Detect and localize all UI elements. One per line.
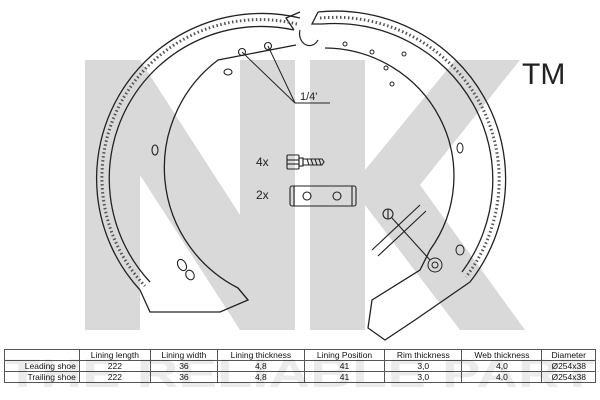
left-shoe-holes: [151, 41, 273, 281]
table-header-cell: Lining length: [78, 349, 151, 361]
row-label: Trailing shoe: [4, 371, 80, 383]
table-cell: 4,8: [216, 371, 305, 383]
plate-quantity-label: 2x: [256, 188, 269, 202]
row-label: Leading shoe: [4, 360, 80, 372]
table-cell: 4,0: [461, 371, 543, 383]
brake-shoe-drawing: TM: [85, 10, 565, 341]
right-shoe-holes: [342, 41, 465, 273]
table-row: Trailing shoe 222 36 4,8 41 3,0 4,0 Ø254…: [4, 371, 596, 383]
table-header-cell: Web thickness: [461, 349, 543, 361]
table-cell: 4,8: [216, 360, 305, 372]
table-cell: 36: [149, 360, 218, 372]
table-cell: 222: [78, 371, 151, 383]
table-cell: 3,0: [384, 371, 463, 383]
table-row: Leading shoe 222 36 4,8 41 3,0 4,0 Ø254x…: [4, 360, 596, 372]
adjuster-pin-icon: [371, 204, 431, 261]
nk-logo-watermark: [85, 60, 525, 330]
table-cell: 41: [303, 371, 386, 383]
table-header-cell: Lining width: [149, 349, 218, 361]
thread-angle-label: 1/4': [300, 91, 317, 103]
bolt-icon: [286, 154, 325, 170]
table-cell: 4,0: [461, 360, 543, 372]
specification-table: Lining length Lining width Lining thickn…: [4, 349, 596, 383]
table-cell: 222: [78, 360, 151, 372]
table-header-cell: [4, 349, 80, 361]
trademark-mark: TM: [522, 58, 565, 91]
table-header-cell: Diameter: [541, 349, 596, 361]
table-cell: Ø254x38: [541, 371, 596, 383]
table-header-cell: Lining Position: [303, 349, 386, 361]
left-brake-shoe: [95, 11, 301, 313]
thread-callout-leaders: [241, 45, 330, 104]
bolt-quantity-label: 4x: [256, 155, 269, 169]
table-cell: 41: [303, 360, 386, 372]
table-cell: 3,0: [384, 360, 463, 372]
table-header-cell: Lining thickness: [216, 349, 305, 361]
right-lining-texture: [319, 15, 501, 278]
retainer-plate-icon: [289, 185, 357, 207]
right-brake-shoe: [310, 10, 507, 341]
left-lining-texture: [100, 18, 298, 288]
table-header-cell: Rim thickness: [384, 349, 463, 361]
anchor-notch: [298, 29, 319, 47]
table-header-row: Lining length Lining width Lining thickn…: [4, 349, 596, 361]
table-cell: 36: [149, 371, 218, 383]
table-cell: Ø254x38: [541, 360, 596, 372]
